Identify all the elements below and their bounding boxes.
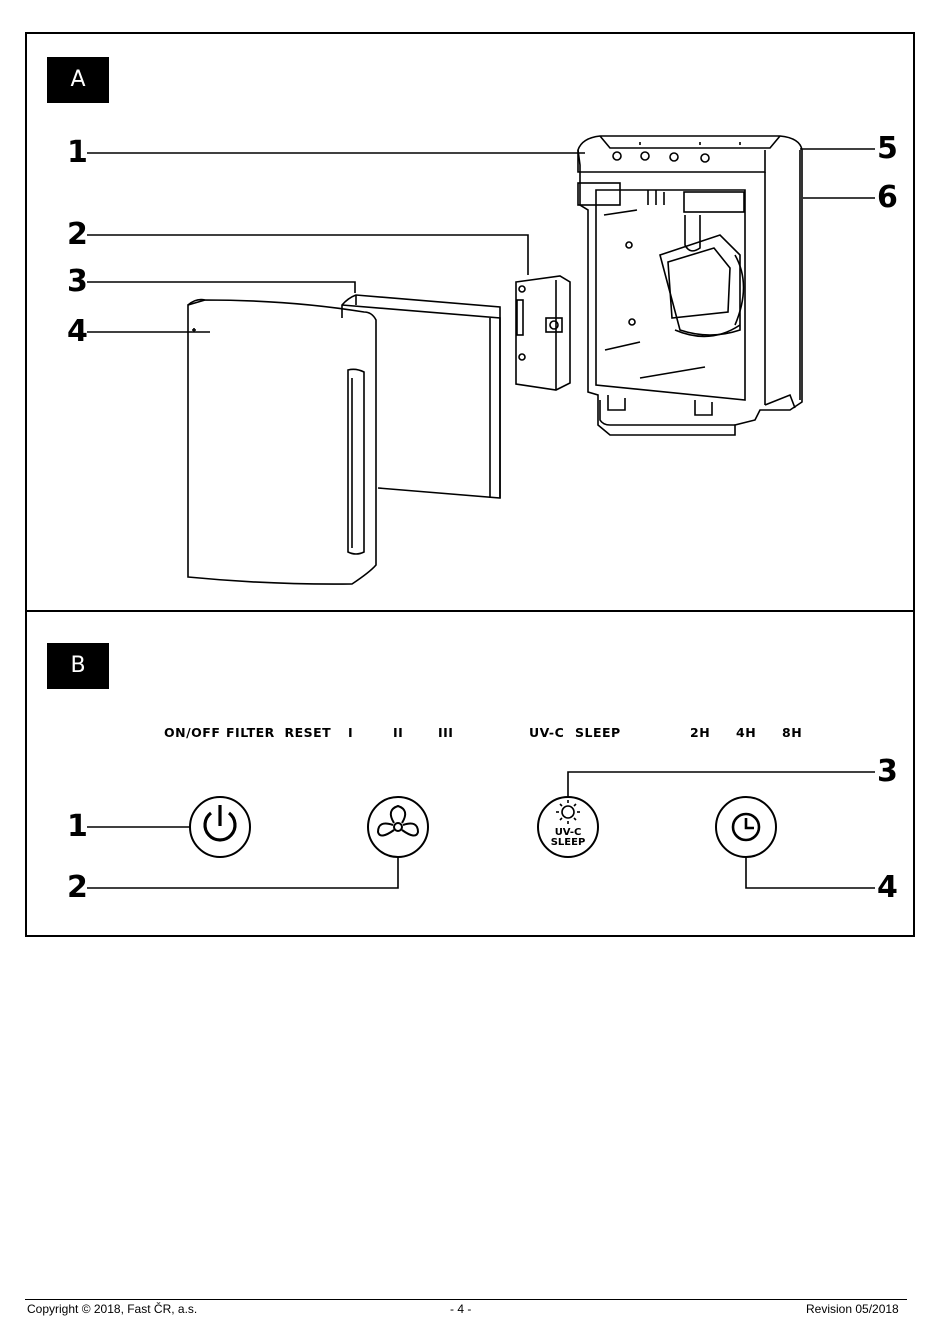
callout-a-6: 6 bbox=[877, 183, 898, 213]
label-2h: 2H bbox=[690, 726, 710, 740]
label-sleep: SLEEP bbox=[575, 726, 621, 740]
panel-b-control-panel bbox=[25, 610, 915, 937]
callout-a-3: 3 bbox=[67, 267, 88, 297]
label-speed-2: II bbox=[393, 726, 403, 740]
leader-lines-a bbox=[87, 149, 875, 332]
footer-page-number: - 4 - bbox=[450, 1302, 471, 1316]
front-cover-illustration bbox=[188, 300, 376, 585]
footer-copyright: Copyright © 2018, Fast ČR, a.s. bbox=[27, 1302, 197, 1316]
air-purifier-unit-illustration bbox=[578, 136, 802, 435]
callout-b-3: 3 bbox=[877, 757, 898, 787]
callout-b-1: 1 bbox=[67, 812, 88, 842]
callout-a-4: 4 bbox=[67, 317, 88, 347]
callout-b-4: 4 bbox=[877, 873, 898, 903]
footer-revision: Revision 05/2018 bbox=[806, 1302, 899, 1316]
footer-rule bbox=[25, 1299, 907, 1300]
label-filter-reset: FILTER RESET bbox=[226, 726, 331, 740]
label-uvc: UV-C bbox=[529, 726, 564, 740]
uvc-module-illustration bbox=[516, 276, 570, 390]
panel-b-tag: B bbox=[47, 643, 109, 689]
filter-illustration bbox=[342, 295, 500, 498]
callout-a-1: 1 bbox=[67, 138, 88, 168]
callout-a-5: 5 bbox=[877, 134, 898, 164]
callout-a-2: 2 bbox=[67, 220, 88, 250]
label-8h: 8H bbox=[782, 726, 802, 740]
callout-b-2: 2 bbox=[67, 873, 88, 903]
sleep-button-text: SLEEP bbox=[538, 838, 598, 848]
label-speed-1: I bbox=[348, 726, 353, 740]
label-on-off: ON/OFF bbox=[164, 726, 220, 740]
uvc-sleep-button-text: UV-C SLEEP bbox=[538, 828, 598, 848]
label-4h: 4H bbox=[736, 726, 756, 740]
label-speed-3: III bbox=[438, 726, 453, 740]
